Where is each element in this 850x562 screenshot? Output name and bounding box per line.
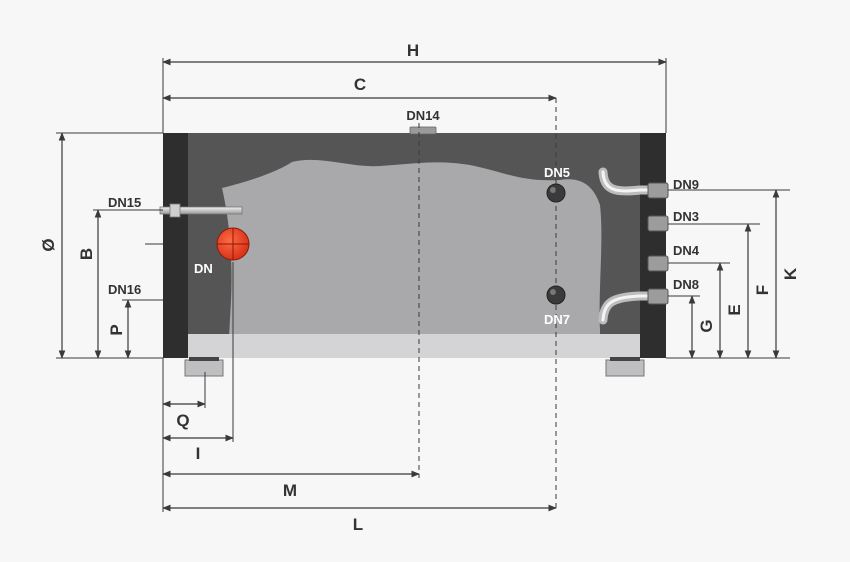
dn14-nozzle xyxy=(409,126,437,135)
label-e: E xyxy=(725,304,744,315)
label-m: M xyxy=(283,481,297,500)
left-foot xyxy=(184,359,224,377)
tank-body xyxy=(163,133,666,377)
label-i: I xyxy=(196,444,201,463)
right-end-cap xyxy=(640,133,666,358)
label-g: G xyxy=(697,319,716,332)
label-f: F xyxy=(753,285,772,295)
label-q: Q xyxy=(176,411,189,430)
label-dn16: DN16 xyxy=(108,282,141,297)
label-dn8: DN8 xyxy=(673,277,699,292)
label-h: H xyxy=(407,41,419,60)
label-p: P xyxy=(107,324,126,335)
right-foot xyxy=(605,359,645,377)
dn8-fitting xyxy=(647,288,669,305)
label-dn7: DN7 xyxy=(544,312,570,327)
tank-inner-cutaway xyxy=(222,159,602,358)
right-side-fittings xyxy=(598,167,669,325)
label-dn5: DN5 xyxy=(544,165,570,180)
label-dn14: DN14 xyxy=(406,108,440,123)
label-k: K xyxy=(781,267,800,280)
label-dn15: DN15 xyxy=(108,195,141,210)
label-diameter: Ø xyxy=(39,238,58,251)
label-dn3: DN3 xyxy=(673,209,699,224)
tank-base-strip xyxy=(187,334,640,358)
label-dn: DN xyxy=(194,261,213,276)
label-b: B xyxy=(77,248,96,260)
label-c: C xyxy=(354,75,366,94)
left-end-cap xyxy=(163,133,188,358)
label-l: L xyxy=(353,515,363,534)
dn9-fitting xyxy=(647,182,669,199)
dn3-fitting xyxy=(647,215,669,232)
dn4-fitting xyxy=(647,255,669,272)
label-dn9: DN9 xyxy=(673,177,699,192)
label-dn4: DN4 xyxy=(673,243,700,258)
